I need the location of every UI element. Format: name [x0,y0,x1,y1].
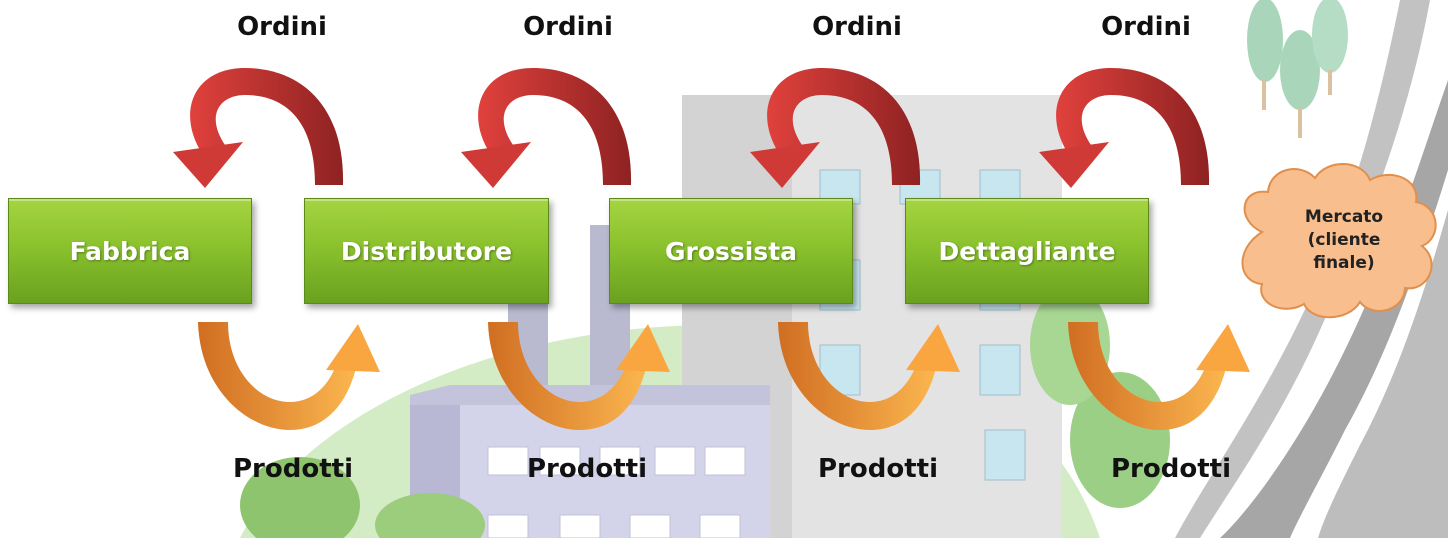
factory-roof [410,385,770,410]
bush-shape [240,457,360,538]
orders-arrows [173,68,1210,188]
market-cloud [1241,163,1437,319]
stage-retailer: Dettagliante [905,198,1149,304]
products-label: Prodotti [527,454,647,484]
curved-arrow-left-icon [750,68,921,188]
stage-distributor: Distributore [304,198,549,304]
market-label-line: Mercato [1304,207,1384,227]
curved-arrow-right-icon [778,322,960,430]
orders-label: Ordini [812,12,902,42]
curved-arrow-left-icon [461,68,632,188]
products-label: Prodotti [818,454,938,484]
curved-arrow-left-icon [173,68,344,188]
products-label: Prodotti [1111,454,1231,484]
curved-arrow-right-icon [488,322,670,430]
orders-label: Ordini [1101,12,1191,42]
tree-shape [1280,30,1320,110]
tree-shape [1247,0,1283,82]
curved-arrow-right-icon [1068,322,1250,430]
market-label-line: finale) [1313,253,1375,273]
products-arrows [198,322,1250,430]
bush-shape [375,493,485,538]
tree-shape [1312,0,1348,73]
road-shape [1318,210,1448,538]
products-label: Prodotti [233,454,353,484]
orders-label: Ordini [237,12,327,42]
market-label-line: (cliente [1307,230,1381,250]
stage-wholesaler: Grossista [609,198,853,304]
curved-arrow-right-icon [198,322,380,430]
market-label: Mercato (cliente finale) [1258,206,1430,275]
road-shape [1175,0,1430,538]
stage-factory: Fabbrica [8,198,252,304]
orders-label: Ordini [523,12,613,42]
curved-arrow-left-icon [1039,68,1210,188]
